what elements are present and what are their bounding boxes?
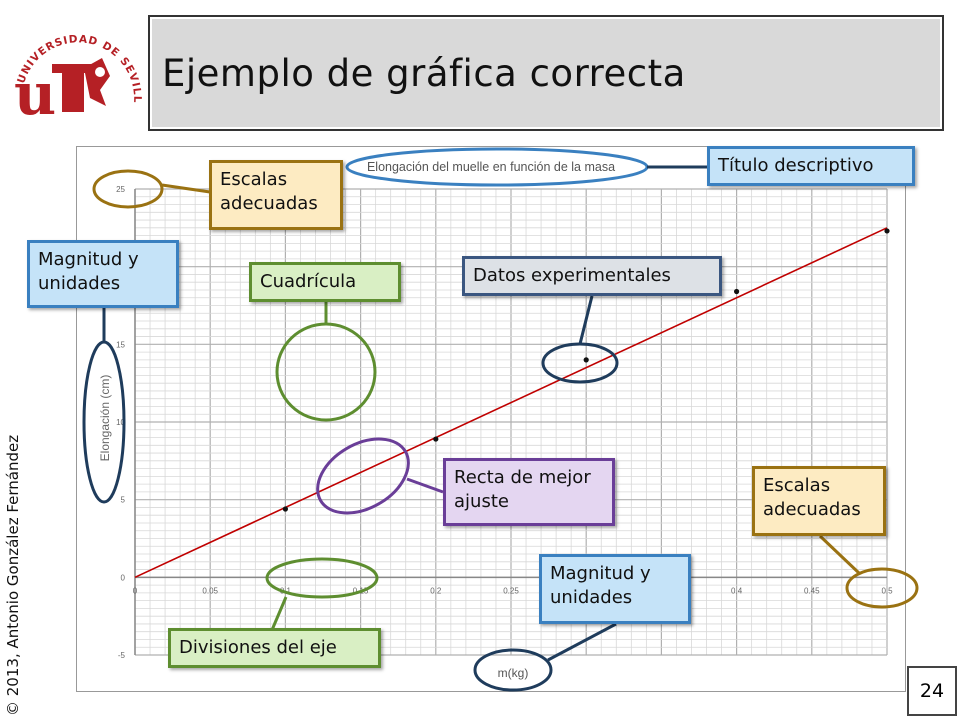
data-point (583, 357, 589, 363)
x-axis-label: m(kg) (498, 666, 529, 680)
y-tick-label: 15 (116, 340, 125, 349)
svg-text:u: u (14, 60, 56, 128)
page-number: 24 (907, 666, 957, 716)
data-point-highlight (541, 342, 619, 384)
callout-escalas-top: Escalas adecuadas (209, 160, 343, 230)
university-seal-logo: UNIVERSIDAD DE SEVILLA u (6, 6, 142, 128)
chart-title: Elongación del muelle en función de la m… (367, 160, 615, 174)
x-tick-label: 0.25 (503, 586, 519, 595)
grid-highlight (275, 322, 377, 422)
x-tick-label: 0.4 (731, 586, 743, 595)
callout-magnitud-y: Magnitud y unidades (27, 240, 179, 308)
callout-datos: Datos experimentales (462, 256, 722, 296)
slide-title-bar: Ejemplo de gráfica correcta (148, 15, 944, 131)
y-tick-label: 5 (121, 496, 126, 505)
x-tick-label: 0.45 (804, 586, 820, 595)
x-tick-label: 0.2 (430, 586, 442, 595)
y-scale-highlight (92, 169, 164, 209)
data-point (433, 436, 439, 442)
x-tick-label: 0.5 (881, 586, 893, 595)
fit-line (134, 227, 888, 579)
y-tick-label: 10 (116, 418, 125, 427)
data-point (884, 228, 890, 234)
data-point (734, 288, 740, 295)
y-tick-label: -5 (118, 651, 126, 660)
chart-title-highlight (345, 147, 649, 187)
data-point (282, 506, 288, 512)
y-label-highlight (82, 340, 126, 504)
axis-divisions-highlight (265, 557, 379, 599)
y-axis-label: Elongación (cm) (98, 375, 112, 462)
callout-recta: Recta de mejor ajuste (443, 458, 615, 526)
callout-escalas-right: Escalas adecuadas (752, 466, 886, 536)
callout-titulo: Título descriptivo (707, 146, 915, 186)
callout-cuadricula: Cuadrícula (249, 262, 401, 302)
x-scale-highlight (845, 567, 919, 609)
callout-magnitud-x: Magnitud y unidades (539, 554, 691, 624)
y-tick-label: 0 (121, 573, 126, 582)
callout-divisiones: Divisiones del eje (168, 628, 381, 668)
x-tick-label: 0 (133, 586, 138, 595)
fit-line-highlight (316, 437, 410, 515)
x-label-highlight (473, 648, 553, 692)
x-tick-label: 0.05 (202, 586, 218, 595)
y-tick-label: 25 (116, 185, 125, 194)
slide-title: Ejemplo de gráfica correcta (162, 51, 686, 95)
